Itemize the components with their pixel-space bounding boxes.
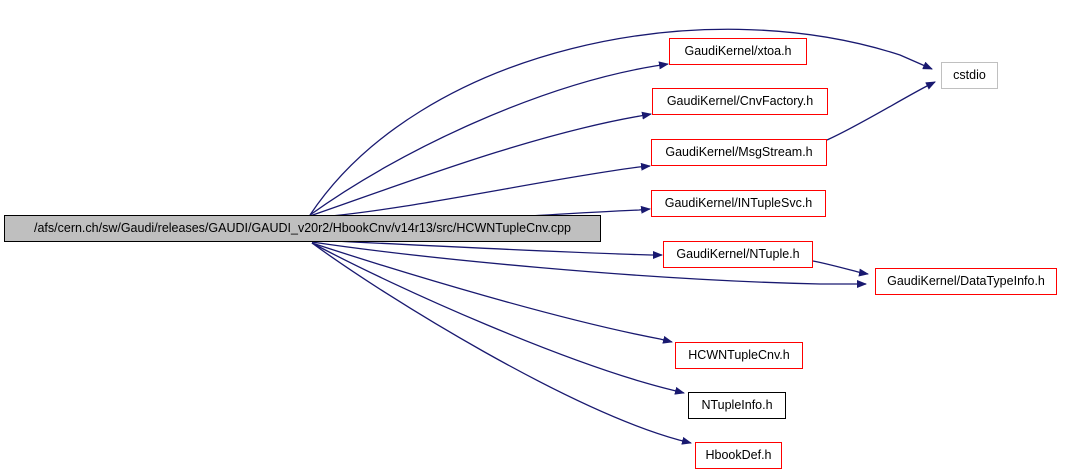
edge-root-to-cstdio bbox=[309, 28, 933, 216]
node-gaudikernel-msgstream[interactable]: GaudiKernel/MsgStream.h bbox=[651, 139, 827, 166]
node-gaudikernel-cnvfactory[interactable]: GaudiKernel/CnvFactory.h bbox=[652, 88, 828, 115]
node-hcwntuplecnv[interactable]: HCWNTupleCnv.h bbox=[675, 342, 803, 369]
node-label: GaudiKernel/CnvFactory.h bbox=[666, 94, 814, 109]
node-cstdio[interactable]: cstdio bbox=[941, 62, 998, 89]
node-root-source-file[interactable]: /afs/cern.ch/sw/Gaudi/releases/GAUDI/GAU… bbox=[4, 215, 601, 242]
node-label: GaudiKernel/xtoa.h bbox=[684, 44, 792, 59]
edge-root-to-hcwntuplecnv bbox=[311, 242, 673, 344]
node-ntupleinfo[interactable]: NTupleInfo.h bbox=[688, 392, 786, 419]
node-gaudikernel-xtoa[interactable]: GaudiKernel/xtoa.h bbox=[669, 38, 807, 65]
node-gaudikernel-intuplesvc[interactable]: GaudiKernel/INTupleSvc.h bbox=[651, 190, 826, 217]
node-label: cstdio bbox=[953, 68, 986, 83]
node-label: HbookDef.h bbox=[705, 448, 772, 463]
node-gaudikernel-ntuple[interactable]: GaudiKernel/NTuple.h bbox=[663, 241, 813, 268]
edge-root-to-hbookdef bbox=[311, 242, 692, 445]
node-hbookdef[interactable]: HbookDef.h bbox=[695, 442, 782, 469]
edge-ntuple-to-datatypeinfo bbox=[812, 260, 869, 277]
node-label: GaudiKernel/MsgStream.h bbox=[665, 145, 813, 160]
node-label: /afs/cern.ch/sw/Gaudi/releases/GAUDI/GAU… bbox=[34, 221, 571, 236]
node-label: HCWNTupleCnv.h bbox=[688, 348, 790, 363]
edge-root-to-ntuple bbox=[311, 239, 663, 259]
node-label: GaudiKernel/NTuple.h bbox=[676, 247, 800, 262]
node-label: GaudiKernel/INTupleSvc.h bbox=[664, 196, 813, 211]
node-gaudikernel-datatypeinfo[interactable]: GaudiKernel/DataTypeInfo.h bbox=[875, 268, 1057, 295]
edge-root-to-xtoa bbox=[309, 61, 669, 216]
edge-root-to-datatypeinfo bbox=[311, 241, 867, 288]
node-label: NTupleInfo.h bbox=[701, 398, 773, 413]
edge-msgstream-to-cstdio bbox=[826, 81, 936, 141]
edge-root-to-cnvfactory bbox=[309, 111, 652, 217]
node-label: GaudiKernel/DataTypeInfo.h bbox=[887, 274, 1045, 289]
edge-root-to-ntupleinfo bbox=[311, 242, 685, 395]
edge-root-to-msgstream bbox=[309, 162, 651, 219]
